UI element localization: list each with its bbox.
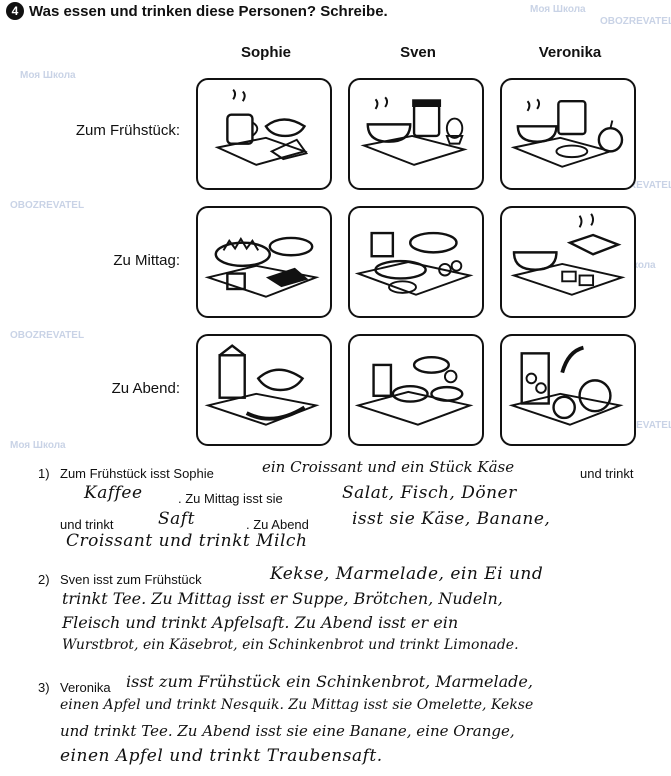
lunch-salad-fish-doner-illustration <box>204 236 320 298</box>
answer-3-handwriting-2: einen Apfel und trinkt Nesquik. Zu Mitta… <box>60 697 534 713</box>
answer-1-line-4: Croissant und trinkt Milch <box>0 531 671 557</box>
answer-3-handwriting-4: einen Apfel und trinkt Traubensaft. <box>60 746 383 766</box>
answer-3-handwriting-1: isst zum Frühstück ein Schinkenbrot, Mar… <box>126 672 533 691</box>
answer-1-line-3: und trinkt Saft . Zu Abend isst sie Käse… <box>0 509 671 535</box>
breakfast-drink-jam-apple-illustration <box>510 98 624 168</box>
row-label-breakfast: Zum Frühstück: <box>75 122 180 139</box>
answer-1-handwriting-1: ein Croissant und ein Stück Käse <box>262 458 515 476</box>
picture-sophie-lunch <box>196 206 332 318</box>
breakfast-coffee-croissant-cheese-illustration <box>214 88 309 166</box>
watermark-brand: OBOZREVATEL <box>10 200 85 211</box>
watermark-brand: OBOZREVATEL <box>600 16 671 27</box>
row-label-dinner: Zu Abend: <box>111 380 180 397</box>
picture-veronika-lunch <box>500 206 636 318</box>
answer-2-prompt-1: Sven isst zum Frühstück <box>60 572 202 587</box>
answer-1-number: 1) <box>38 466 50 481</box>
picture-sven-breakfast <box>348 78 484 190</box>
answer-1-line-1: 1) Zum Frühstück isst Sophie ein Croissa… <box>0 458 671 484</box>
answer-1-handwriting-2: Kaffee <box>84 483 143 503</box>
answer-2-number: 2) <box>38 572 50 587</box>
task-instruction: Was essen und trinken diese Personen? Sc… <box>29 2 388 20</box>
answer-3-line-1: 3) Veronika isst zum Frühstück ein Schin… <box>0 672 671 698</box>
task-heading: 4 Was essen und trinken diese Personen? … <box>6 2 388 20</box>
picture-veronika-dinner <box>500 334 636 446</box>
watermark-school: Моя Школа <box>20 70 76 81</box>
answer-2-handwriting-3: Fleisch und trinkt Apfelsaft. Zu Abend i… <box>62 613 459 632</box>
answer-2-line-3: Fleisch und trinkt Apfelsaft. Zu Abend i… <box>0 613 671 639</box>
answer-1-handwriting-4: Saft <box>158 509 195 529</box>
picture-sophie-dinner <box>196 334 332 446</box>
answer-1-prompt-1: Zum Frühstück isst Sophie <box>60 466 214 481</box>
picture-veronika-breakfast <box>500 78 636 190</box>
dinner-milk-croissant-banana-illustration <box>204 344 320 426</box>
row-label-lunch: Zu Mittag: <box>113 252 180 269</box>
answer-2-handwriting-4: Wurstbrot, ein Käsebrot, ein Schinkenbro… <box>62 637 519 653</box>
column-header-veronika: Veronika <box>538 44 602 61</box>
answer-2-line-1: 2) Sven isst zum Frühstück Kekse, Marmel… <box>0 564 671 590</box>
picture-sven-lunch <box>348 206 484 318</box>
answer-3-number: 3) <box>38 680 50 695</box>
dinner-lemonade-sandwiches-illustration <box>354 356 474 426</box>
answer-1-prompt-3: . Zu Mittag isst sie <box>178 491 283 506</box>
watermark-brand: OBOZREVATEL <box>600 180 671 191</box>
answer-1-handwriting-6: Croissant und trinkt Milch <box>66 531 308 551</box>
answer-2-handwriting-2: trinkt Tee. Zu Mittag isst er Suppe, Brö… <box>62 589 503 608</box>
answer-3-line-4: einen Apfel und trinkt Traubensaft. <box>0 746 671 772</box>
answer-2-line-2: trinkt Tee. Zu Mittag isst er Suppe, Brö… <box>0 589 671 615</box>
answer-1-handwriting-5: isst sie Käse, Banane, <box>352 509 551 529</box>
column-header-sven: Sven <box>400 44 436 61</box>
breakfast-tea-jam-egg-illustration <box>360 96 468 166</box>
watermark-brand: OBOZREVATEL <box>10 330 85 341</box>
answer-1-prompt-2: und trinkt <box>580 466 634 481</box>
answer-1-prompt-4: und trinkt <box>60 517 114 532</box>
column-header-sophie: Sophie <box>240 44 291 61</box>
lunch-soup-rolls-pasta-illustration <box>354 231 474 296</box>
picture-sophie-breakfast <box>196 78 332 190</box>
dinner-juice-banana-orange-apple-illustration <box>508 345 624 426</box>
answer-1-line-2: Kaffee . Zu Mittag isst sie Salat, Fisch… <box>0 483 671 509</box>
answer-1-prompt-5: . Zu Abend <box>246 517 309 532</box>
task-number-badge: 4 <box>6 2 24 20</box>
watermark-school: Моя Школа <box>530 4 586 15</box>
picture-sven-dinner <box>348 334 484 446</box>
answer-1-handwriting-3: Salat, Fisch, Döner <box>342 483 517 503</box>
answer-2-handwriting-1: Kekse, Marmelade, ein Ei und <box>270 564 544 584</box>
lunch-tea-omelette-cookies-illustration <box>510 213 626 296</box>
watermark-school: Моя Школа <box>10 440 66 451</box>
answer-3-line-2: einen Apfel und trinkt Nesquik. Zu Mitta… <box>0 697 671 723</box>
answer-3-prompt-1: Veronika <box>60 680 111 695</box>
answer-3-handwriting-3: und trinkt Tee. Zu Abend isst sie eine B… <box>60 722 515 740</box>
answer-2-line-4: Wurstbrot, ein Käsebrot, ein Schinkenbro… <box>0 637 671 663</box>
answer-3-line-3: und trinkt Tee. Zu Abend isst sie eine B… <box>0 722 671 748</box>
